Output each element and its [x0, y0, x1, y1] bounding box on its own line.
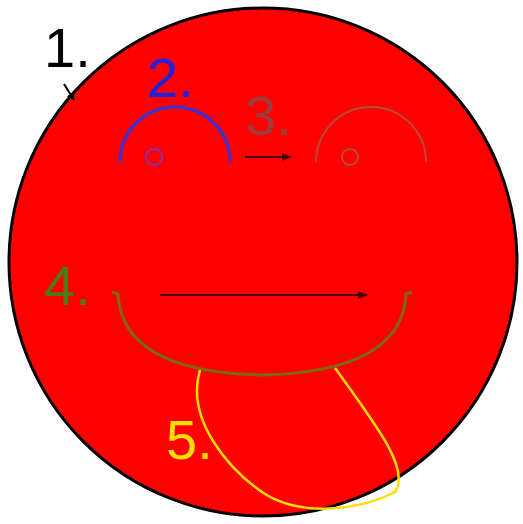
face-circle — [9, 8, 517, 516]
pointer-arrow — [64, 84, 74, 100]
pupil-moved — [342, 149, 358, 165]
mouth-arc — [112, 292, 412, 375]
callout-number: 4. — [44, 258, 91, 314]
callout-number: 5. — [166, 412, 213, 468]
pupil — [146, 149, 162, 165]
move-arrow — [245, 156, 291, 158]
move-arrow — [160, 294, 367, 296]
callout-number: 1. — [44, 20, 91, 76]
tongue — [197, 368, 399, 509]
eye-arc-moved — [316, 107, 426, 162]
callout-number: 2. — [147, 50, 194, 106]
eye-arc — [120, 107, 230, 162]
callout-number: 3. — [245, 88, 292, 144]
